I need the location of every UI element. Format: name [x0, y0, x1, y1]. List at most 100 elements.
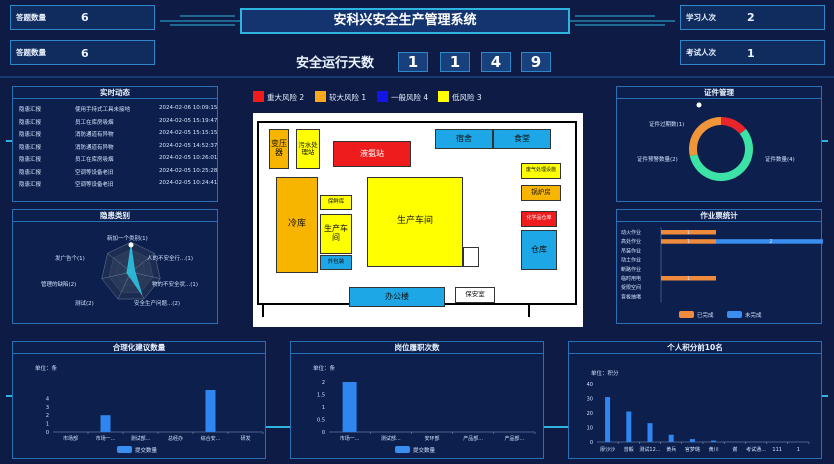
y-tick-label: 10 [587, 426, 593, 432]
feed-time: 2024-02-05 10:25:28 [159, 167, 218, 174]
study-count-stat: 学习人次 2 [680, 5, 825, 30]
x-tick-label: 测试12... [639, 446, 661, 453]
panel-bracket [822, 395, 828, 397]
y-tick-label: 2 [46, 413, 49, 419]
radar-axis [107, 253, 132, 273]
x-tick-label: 考试通... [746, 446, 766, 453]
category-label: 断路作业 [621, 266, 641, 273]
unit-label: 单位：积分 [591, 371, 619, 377]
feed-type: 隐患汇报 [19, 107, 42, 113]
panel-title: 个人积分前10名 [569, 342, 821, 354]
feed-type: 隐患汇报 [19, 132, 42, 138]
gate-post [262, 305, 264, 317]
x-tick-label: 市场一... [340, 435, 360, 442]
stat-label: 考试人次 [686, 48, 716, 57]
safe-days-digit: 1 [440, 52, 470, 72]
bar [605, 397, 611, 442]
bar-done [661, 239, 716, 244]
radar-point [128, 242, 134, 248]
x-tick-label: 谢 [732, 446, 737, 453]
y-tick-label: 0 [590, 440, 593, 446]
donut-slice [720, 117, 747, 135]
bar-done [661, 230, 716, 235]
donut-label: 证件预警数量(2) [637, 157, 678, 163]
panel-title: 岗位履职次数 [291, 342, 543, 354]
legend-swatch [438, 91, 449, 102]
stat-value: 1 [747, 47, 755, 60]
radar-label: 新加一个类别(1) [107, 236, 148, 242]
unit-label: 单位：条 [35, 366, 58, 372]
stat-label: 答题数量 [16, 13, 46, 22]
exam-count-stat: 考试人次 1 [680, 40, 825, 65]
x-tick-label: 产品部... [463, 435, 483, 442]
panel-bracket [822, 140, 828, 142]
page-title: 安科兴安全生产管理系统 [240, 8, 570, 34]
unit-label: 单位：条 [313, 366, 336, 372]
panel-title: 隐患类别 [13, 210, 217, 222]
y-tick-label: 1 [46, 422, 49, 428]
safe-days-digit: 1 [398, 52, 428, 72]
safe-days-digit: 9 [521, 52, 551, 72]
feed-type: 隐患汇报 [19, 182, 42, 188]
legend-swatch [679, 311, 694, 318]
safe-days-digit: 4 [481, 52, 511, 72]
y-tick-label: 2 [322, 380, 325, 386]
y-tick-label: 1 [322, 405, 325, 411]
radar-label: 安全生产问题...(2) [134, 301, 181, 307]
bar [205, 390, 216, 432]
donut-label: 证件数量(4) [765, 157, 795, 163]
x-tick-label: 总经办 [168, 435, 183, 442]
map-building: 废气处理设施 [521, 163, 561, 179]
bar-value-label: 1 [687, 239, 690, 245]
map-building: 变压器 [269, 129, 289, 169]
stat-label: 学习人次 [686, 13, 716, 22]
feed-time: 2024-02-05 15:15:15 [159, 130, 218, 136]
stat-value: 2 [747, 11, 755, 24]
risk-legend-low: 低风险 3 [438, 91, 482, 103]
x-tick-label: 1 [797, 447, 800, 453]
bar [626, 411, 632, 442]
bar-done [661, 276, 716, 281]
risk-legend-general: 一般风险 4 [377, 91, 428, 103]
hazard-radar-chart [101, 241, 161, 300]
panel-title: 作业票统计 [617, 210, 821, 222]
y-tick-label: 3 [46, 405, 49, 411]
panel-bracket [266, 426, 290, 428]
map-building: 外包装 [320, 255, 352, 270]
feed-time: 2024-02-06 10:09:15 [159, 105, 218, 111]
feed-time: 2024-02-05 10:26:01 [159, 155, 218, 161]
x-tick-label: 安环部 [424, 435, 439, 442]
cert-donut-chart [689, 102, 753, 181]
feed-time: 2024-02-05 10:24:41 [159, 180, 218, 186]
cert-management-panel: 证件管理 证件过期数(1) 证件预警数量(2) 证件数量(4) [616, 86, 822, 202]
y-tick-label: 0.5 [317, 418, 325, 424]
legend-label: 一般风险 4 [391, 93, 429, 102]
map-building: 液氨站 [333, 141, 411, 167]
map-building: 生产车间 [320, 214, 352, 254]
duty-count-chart: 00.511.52市场一...测试部...安环部产品部...产品部... [317, 380, 536, 442]
bar [342, 382, 357, 432]
x-tick-label: 市场一... [96, 435, 116, 442]
radar-label: 测试(2) [75, 301, 94, 307]
map-building: 冷库 [276, 177, 318, 273]
x-tick-label: 产品部... [505, 435, 525, 442]
answer-count-stat-2: 答题数量 6 [10, 40, 155, 65]
stat-value: 6 [81, 47, 89, 60]
list-item[interactable]: 隐患汇报 空调等设备老旧 2024-02-05 10:24:41 [19, 178, 217, 190]
risk-legend-large: 较大风险 1 [315, 91, 366, 103]
panel-bracket [544, 426, 568, 428]
category-label: 动土作业 [621, 257, 641, 264]
ticket-legend-todo: 未完成 [727, 311, 762, 319]
y-tick-label: 20 [587, 411, 593, 417]
y-tick-label: 30 [587, 397, 593, 403]
x-tick-label: 市场部 [63, 435, 78, 442]
feed-desc: 空调等设备老旧 [75, 182, 114, 188]
